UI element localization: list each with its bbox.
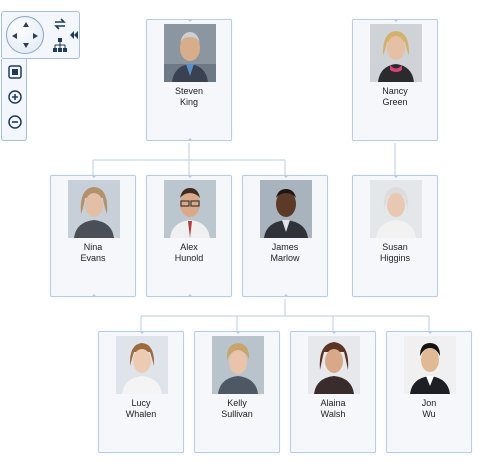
person-first-name: Alex	[180, 242, 198, 252]
zoom-panel	[1, 59, 27, 141]
person-last-name: Sullivan	[221, 409, 253, 419]
fit-to-screen-icon[interactable]	[6, 63, 24, 81]
hierarchy-layout-icon[interactable]	[51, 36, 69, 54]
card-top-anchor	[187, 19, 193, 22]
person-first-name: Lucy	[131, 398, 151, 408]
person-first-name: Jon	[421, 398, 437, 408]
person-first-name: Nina	[83, 242, 103, 252]
person-card-alaina-walsh[interactable]: Alaina Walsh	[290, 331, 376, 453]
person-photo-alex-hunold	[164, 180, 216, 238]
person-photo-kelly-sullivan	[212, 336, 264, 394]
card-bottom-anchor	[283, 294, 289, 297]
arrow-left-icon[interactable]	[12, 33, 17, 39]
person-first-name: James	[271, 242, 299, 252]
person-first-name: Susan	[382, 242, 408, 252]
card-bottom-anchor	[187, 294, 193, 297]
person-last-name: Green	[382, 97, 408, 107]
card-top-anchor	[235, 331, 241, 334]
person-card-alex-hunold[interactable]: Alex Hunold	[146, 175, 232, 297]
connector-james	[140, 299, 430, 331]
person-last-name: Evans	[80, 253, 106, 263]
card-top-anchor	[283, 175, 289, 178]
navigation-panel	[1, 11, 80, 59]
zoom-out-icon[interactable]	[6, 113, 24, 131]
person-card-james-marlow[interactable]: James Marlow	[242, 175, 328, 297]
arrow-down-icon[interactable]	[23, 43, 29, 48]
person-card-lucy-whalen[interactable]: Lucy Whalen	[98, 331, 184, 453]
person-first-name: Steven	[174, 86, 204, 96]
person-last-name: Marlow	[270, 253, 300, 263]
person-card-jon-wu[interactable]: Jon Wu	[386, 331, 472, 453]
card-top-anchor	[427, 331, 433, 334]
card-top-anchor	[91, 175, 97, 178]
person-photo-alaina-walsh	[308, 336, 360, 394]
person-photo-nancy-green	[370, 24, 422, 82]
person-last-name: Wu	[422, 409, 436, 419]
card-top-anchor	[393, 175, 399, 178]
person-photo-james-marlow	[260, 180, 312, 238]
person-card-susan-higgins[interactable]: Susan Higgins	[352, 175, 438, 297]
connector-steven	[92, 143, 286, 175]
person-card-nancy-green[interactable]: Nancy Green	[352, 19, 438, 141]
person-card-kelly-sullivan[interactable]: Kelly Sullivan	[194, 331, 280, 453]
card-top-anchor	[187, 175, 193, 178]
person-last-name: Whalen	[125, 409, 157, 419]
person-first-name: Kelly	[227, 398, 247, 408]
person-last-name: Higgins	[379, 253, 410, 263]
arrow-right-icon[interactable]	[33, 33, 38, 39]
person-last-name: Hunold	[174, 253, 204, 263]
person-last-name: King	[179, 97, 198, 107]
arrow-up-icon[interactable]	[23, 22, 29, 27]
person-first-name: Nancy	[382, 86, 408, 96]
card-bottom-anchor	[91, 294, 97, 297]
zoom-in-icon[interactable]	[6, 88, 24, 106]
person-card-nina-evans[interactable]: Nina Evans	[50, 175, 136, 297]
person-photo-nina-evans	[68, 180, 120, 238]
person-photo-steven-king	[164, 24, 216, 82]
pan-control[interactable]	[6, 16, 44, 54]
collapse-panel-icon[interactable]	[69, 26, 79, 44]
person-photo-jon-wu	[404, 336, 456, 394]
card-top-anchor	[331, 331, 337, 334]
person-last-name: Walsh	[320, 409, 346, 419]
person-photo-lucy-whalen	[116, 336, 168, 394]
card-bottom-anchor	[187, 138, 193, 141]
person-first-name: Alaina	[320, 398, 346, 408]
card-top-anchor	[393, 19, 399, 22]
card-top-anchor	[139, 331, 145, 334]
person-photo-susan-higgins	[370, 180, 422, 238]
switch-orientation-icon[interactable]	[51, 15, 69, 33]
person-card-steven-king[interactable]: Steven King	[146, 19, 232, 141]
